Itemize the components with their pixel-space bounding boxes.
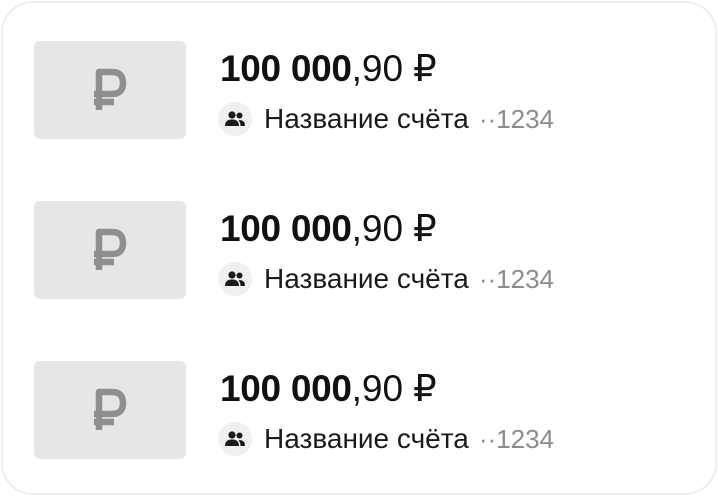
account-item[interactable]: 100 000,90₽ Название счёта ··1234 bbox=[34, 361, 674, 459]
balance-integer: 100 000 bbox=[220, 208, 352, 249]
group-icon bbox=[218, 422, 252, 456]
ruble-icon bbox=[94, 68, 127, 110]
account-number-mask: ··1234 bbox=[478, 423, 554, 454]
currency-symbol: ₽ bbox=[413, 368, 437, 409]
currency-tile bbox=[34, 361, 186, 459]
account-item[interactable]: 100 000,90₽ Название счёта ··1234 bbox=[34, 41, 674, 139]
account-balance: 100 000,90₽ bbox=[220, 45, 437, 93]
currency-tile bbox=[34, 41, 186, 139]
currency-symbol: ₽ bbox=[413, 208, 437, 249]
account-name: Название счёта bbox=[264, 103, 469, 134]
account-meta: Название счёта ··1234 bbox=[218, 422, 554, 456]
balance-integer: 100 000 bbox=[220, 368, 352, 409]
currency-tile bbox=[34, 201, 186, 299]
account-meta: Название счёта ··1234 bbox=[218, 262, 554, 296]
account-number-mask: ··1234 bbox=[478, 263, 554, 294]
account-balance: 100 000,90₽ bbox=[220, 365, 437, 413]
account-number-mask: ··1234 bbox=[478, 103, 554, 134]
account-name: Название счёта bbox=[264, 423, 469, 454]
balance-integer: 100 000 bbox=[220, 48, 352, 89]
ruble-icon bbox=[94, 388, 127, 430]
balance-fraction: ,90 bbox=[351, 48, 404, 89]
group-icon bbox=[218, 262, 252, 296]
balance-fraction: ,90 bbox=[351, 208, 404, 249]
account-balance: 100 000,90₽ bbox=[220, 205, 437, 253]
account-meta: Название счёта ··1234 bbox=[218, 102, 554, 136]
group-icon bbox=[218, 102, 252, 136]
currency-symbol: ₽ bbox=[413, 48, 437, 89]
account-name: Название счёта bbox=[264, 263, 469, 294]
account-item[interactable]: 100 000,90₽ Название счёта ··1234 bbox=[34, 201, 674, 299]
balance-fraction: ,90 bbox=[351, 368, 404, 409]
ruble-icon bbox=[94, 228, 127, 270]
